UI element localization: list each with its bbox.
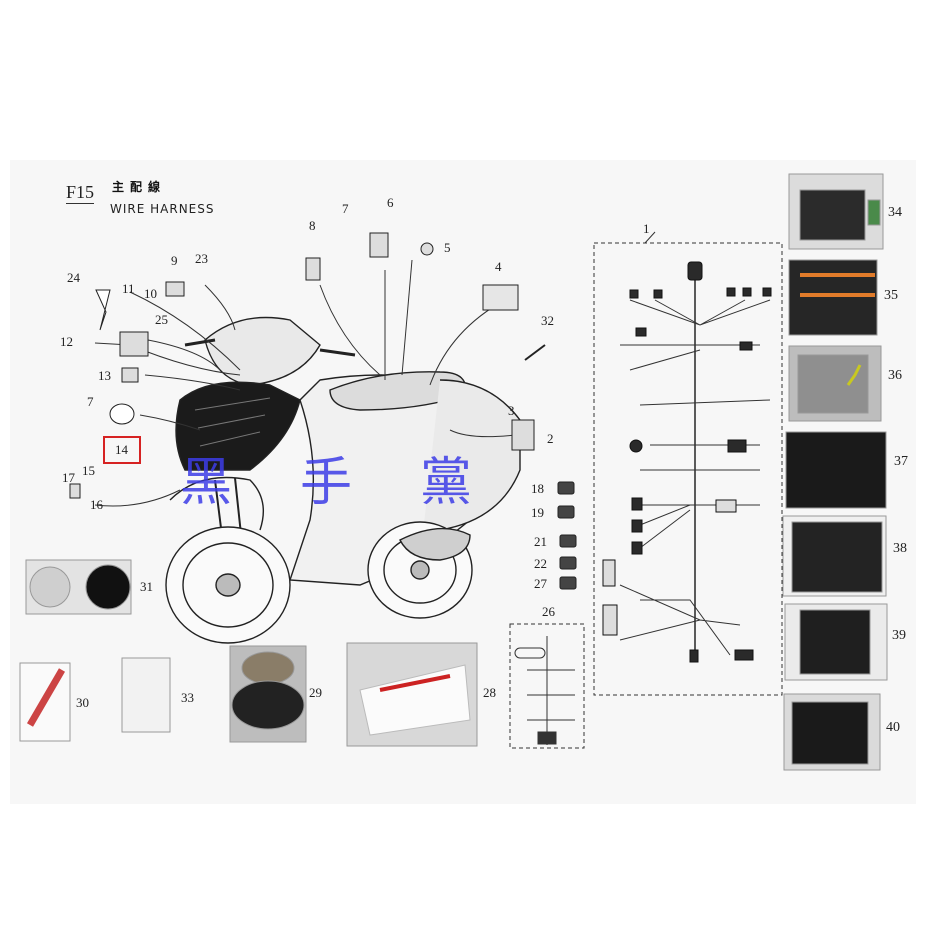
callout-23: 23 (195, 251, 208, 266)
title-chinese: 主配線 (112, 180, 167, 194)
callout-5: 5 (444, 240, 451, 255)
callout-36: 36 (888, 368, 902, 383)
callout-8: 8 (309, 218, 316, 233)
watermark-char: 黑 (180, 453, 233, 513)
horn-part (109, 403, 135, 425)
callout-6: 6 (387, 195, 394, 210)
callout-37: 37 (894, 454, 908, 469)
highlight-box (103, 436, 141, 464)
callout-35: 35 (884, 288, 898, 303)
callout-34: 34 (888, 205, 902, 220)
figure-code: F15 (66, 182, 95, 204)
switch-part (305, 257, 321, 281)
callout-11: 11 (122, 281, 135, 296)
battery-part (482, 284, 519, 311)
callout-1: 1 (643, 221, 650, 236)
harness-connectors (602, 261, 772, 663)
photos (19, 173, 888, 771)
callout-17: 17 (62, 470, 75, 485)
callout-13: 13 (98, 368, 111, 383)
callout-38: 38 (893, 541, 907, 556)
ignition-part (165, 281, 185, 297)
brake-switch-part (69, 483, 81, 499)
callout-2: 2 (547, 431, 554, 446)
callout-3: 3 (508, 403, 515, 418)
callout-31: 31 (140, 579, 153, 594)
watermark-char: 黨 (420, 453, 473, 513)
callout-21: 21 (534, 534, 547, 549)
callout-39: 39 (892, 628, 906, 643)
regulator-part (511, 419, 535, 451)
small-parts (69, 232, 546, 499)
callout-14: 14 (115, 442, 128, 457)
callout-4: 4 (495, 259, 502, 274)
callout-40: 40 (886, 720, 900, 735)
scooter-outline (165, 316, 521, 644)
callout-24: 24 (67, 270, 80, 285)
callout-7: 7 (87, 394, 94, 409)
callout-30: 30 (76, 695, 89, 710)
grommet-part (420, 242, 434, 256)
callout-18: 18 (531, 481, 544, 496)
callout-7: 7 (342, 201, 349, 216)
callout-33: 33 (181, 690, 194, 705)
callout-22: 22 (534, 556, 547, 571)
callout-16: 16 (90, 497, 103, 512)
callout-15: 15 (82, 463, 95, 478)
callout-26: 26 (542, 604, 555, 619)
relay-part (369, 232, 389, 258)
leader-lines (94, 259, 516, 507)
terminal-connectors (557, 481, 577, 590)
callout-25: 25 (155, 312, 168, 327)
callout-28: 28 (483, 685, 496, 700)
sensor-part (121, 367, 139, 383)
sensor-wire-part (524, 344, 546, 361)
callout-27: 27 (534, 576, 547, 591)
title-english: WIRE HARNESS (110, 202, 215, 216)
fuse-box (509, 623, 585, 749)
harness-box (593, 231, 783, 696)
callout-29: 29 (309, 685, 322, 700)
key-part (95, 289, 111, 331)
switch-housing-part (119, 331, 149, 357)
callout-32: 32 (541, 313, 554, 328)
watermark-char: 手 (300, 453, 353, 513)
callout-9: 9 (171, 253, 178, 268)
callout-12: 12 (60, 334, 73, 349)
callout-19: 19 (531, 505, 544, 520)
callout-10: 10 (144, 286, 157, 301)
